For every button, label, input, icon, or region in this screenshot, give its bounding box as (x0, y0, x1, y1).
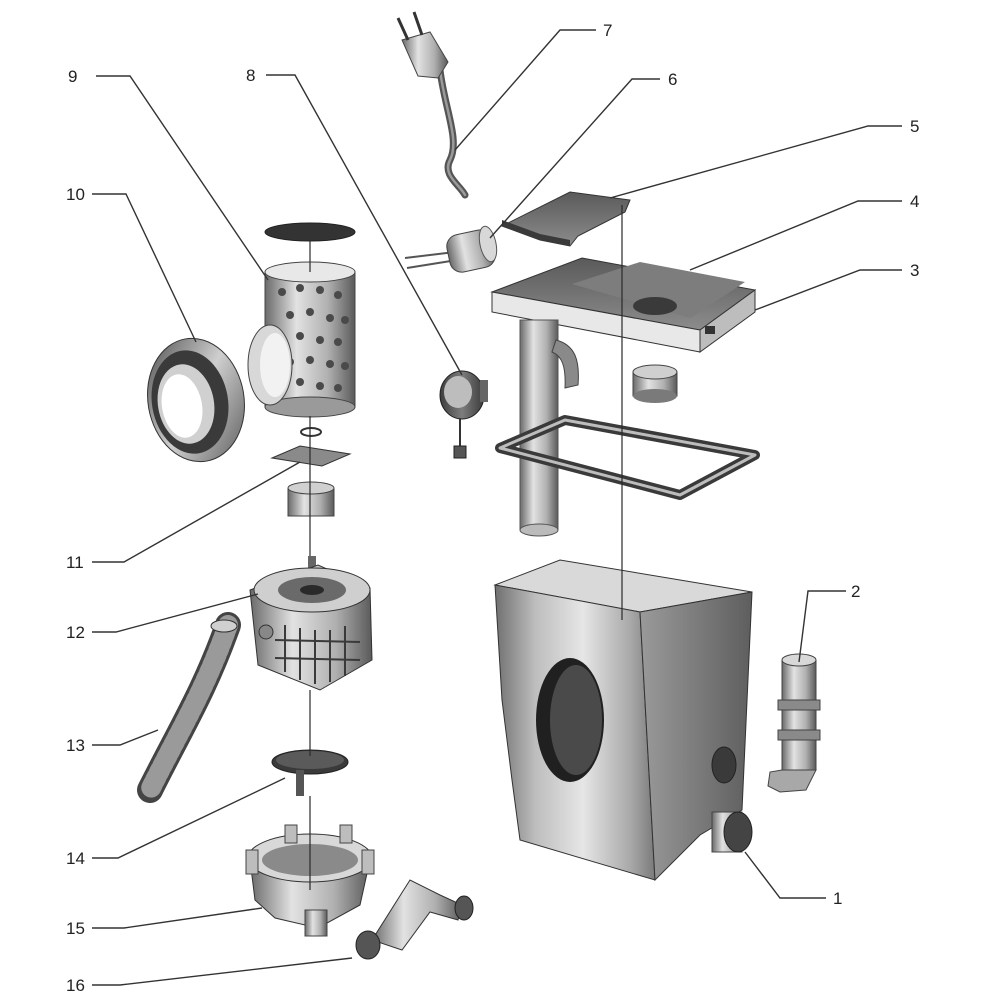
callout-labels: 1 2 3 4 5 6 7 8 9 10 11 12 13 14 15 16 (66, 21, 919, 995)
callout-7: 7 (603, 21, 612, 40)
callout-2: 2 (851, 582, 860, 601)
callout-12: 12 (66, 623, 85, 642)
small-gasket-part (270, 427, 352, 517)
impeller-disk-part (271, 749, 349, 796)
assembly-axes (309, 205, 623, 890)
callout-4: 4 (910, 192, 919, 211)
power-cable-part (396, 11, 469, 199)
corrugated-hose-part (137, 612, 241, 803)
ring-seal-part (147, 337, 245, 463)
seal-bushing-part (632, 364, 678, 403)
callout-15: 15 (66, 919, 85, 938)
callout-6: 6 (668, 70, 677, 89)
callout-5: 5 (910, 117, 919, 136)
callout-9: 9 (68, 67, 77, 86)
callout-1: 1 (833, 889, 842, 908)
capacitor-part (404, 225, 498, 273)
callout-16: 16 (66, 976, 85, 995)
callout-11: 11 (66, 553, 84, 572)
leader-lines (92, 29, 902, 986)
callout-13: 13 (66, 736, 85, 755)
top-cover-part (490, 257, 757, 537)
rectangular-gasket-part (495, 415, 760, 500)
callout-3: 3 (910, 261, 919, 280)
main-tank-part (493, 559, 753, 882)
float-switch-part (439, 370, 488, 459)
motor-unit-part (249, 556, 373, 691)
elbow-fitting-part (767, 653, 821, 793)
callout-8: 8 (246, 66, 255, 85)
lid-plate-part (500, 191, 631, 247)
callout-10: 10 (66, 185, 85, 204)
filter-basket-part (247, 222, 356, 418)
callout-14: 14 (66, 849, 85, 868)
outlet-elbow-part (355, 879, 474, 960)
